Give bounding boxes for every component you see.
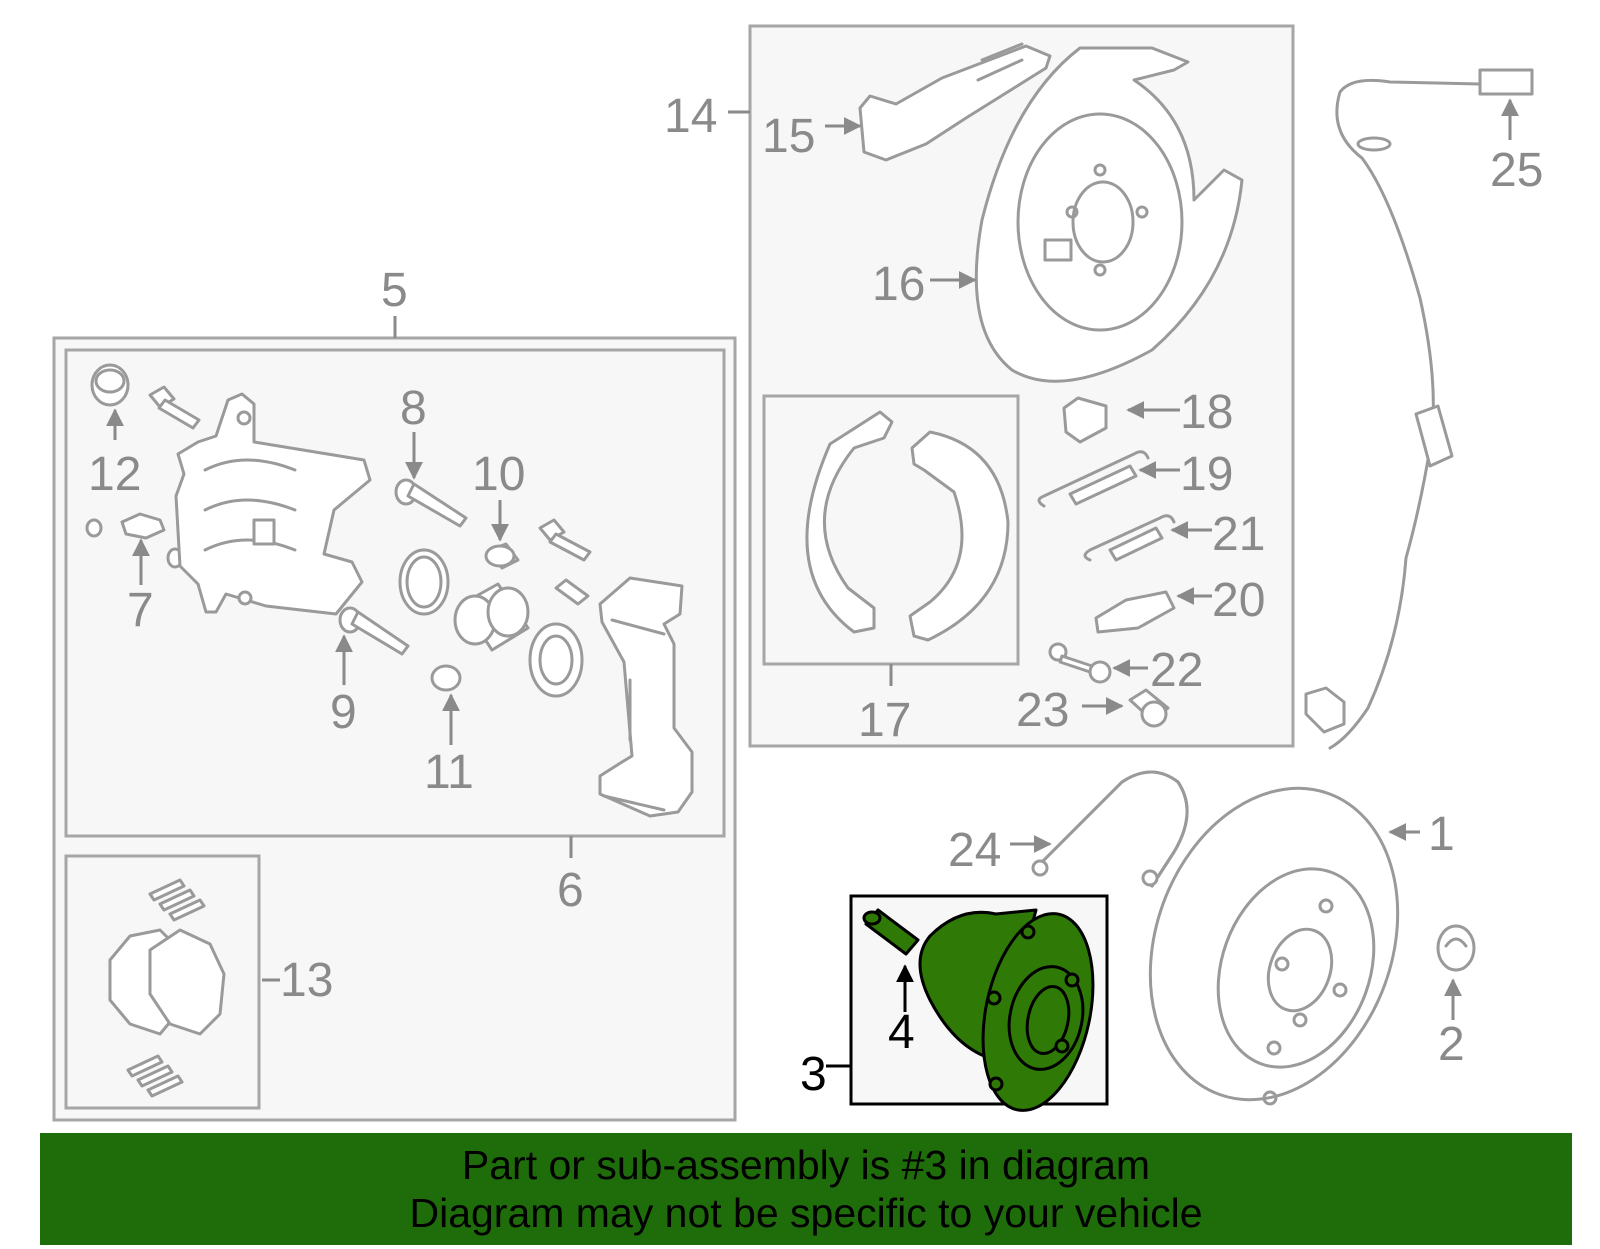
part-12-cap[interactable] <box>90 363 130 440</box>
label-24[interactable]: 24 <box>948 824 1001 877</box>
label-21[interactable]: 21 <box>1212 508 1265 561</box>
part-24-brake-hose[interactable] <box>1010 770 1189 888</box>
bracket-bolt[interactable] <box>538 518 592 562</box>
label-11[interactable]: 11 <box>424 746 474 799</box>
info-banner: Part or sub-assembly is #3 in diagram Di… <box>40 1133 1572 1245</box>
banner-line-1: Part or sub-assembly is #3 in diagram <box>461 1142 1151 1188</box>
label-13[interactable]: 13 <box>280 954 333 1007</box>
part-20-adjuster[interactable] <box>1094 587 1212 634</box>
part-25-abs-sensor[interactable] <box>1304 68 1534 750</box>
label-1[interactable]: 1 <box>1428 808 1455 861</box>
label-17[interactable]: 17 <box>858 694 911 747</box>
label-19[interactable]: 19 <box>1180 448 1233 501</box>
part-22-pin[interactable] <box>1048 642 1148 684</box>
part-10-boot[interactable] <box>484 500 520 570</box>
label-2[interactable]: 2 <box>1438 1018 1465 1071</box>
part-labels: 1 2 3 4 5 6 7 8 9 10 11 12 13 14 15 16 1… <box>88 90 1543 1101</box>
part-19-spring[interactable] <box>1037 450 1180 508</box>
caliper-body[interactable] <box>174 392 372 616</box>
part-13-pad-set[interactable] <box>108 878 280 1098</box>
part-7-bleeder[interactable] <box>85 512 184 585</box>
label-16[interactable]: 16 <box>872 258 925 311</box>
label-7[interactable]: 7 <box>127 584 154 637</box>
dust-seal[interactable] <box>528 622 584 698</box>
label-3[interactable]: 3 <box>800 1048 827 1101</box>
label-12[interactable]: 12 <box>88 448 141 501</box>
label-5[interactable]: 5 <box>381 264 408 317</box>
label-14[interactable]: 14 <box>664 90 717 143</box>
part-15-lever[interactable] <box>825 42 1052 162</box>
part-21-spring[interactable] <box>1083 514 1212 562</box>
part-11-boot[interactable] <box>430 664 462 745</box>
label-22[interactable]: 22 <box>1150 644 1203 697</box>
bracket-pin-sleeve[interactable] <box>554 578 590 606</box>
label-6[interactable]: 6 <box>557 864 584 917</box>
part-4-wheel-stud[interactable] <box>862 908 920 1012</box>
caliper-bracket[interactable] <box>598 576 694 818</box>
part-8-guide-pin[interactable] <box>394 432 468 528</box>
label-23[interactable]: 23 <box>1016 684 1069 737</box>
banner-line-2: Diagram may not be specific to your vehi… <box>409 1190 1203 1236</box>
label-15[interactable]: 15 <box>762 110 815 163</box>
part-2-plug[interactable] <box>1436 924 1476 1020</box>
caliper-piston[interactable] <box>453 582 530 652</box>
part-16-backing-plate[interactable] <box>930 46 1244 383</box>
label-8[interactable]: 8 <box>400 382 427 435</box>
part-9-guide-pin[interactable] <box>335 606 410 685</box>
part-1-rotor[interactable] <box>1108 753 1439 1134</box>
label-25[interactable]: 25 <box>1490 144 1543 197</box>
caliper-bolt[interactable] <box>148 385 201 430</box>
label-9[interactable]: 9 <box>330 686 357 739</box>
label-10[interactable]: 10 <box>472 448 525 501</box>
label-20[interactable]: 20 <box>1212 574 1265 627</box>
part-3-hub-bearing[interactable] <box>918 903 1110 1120</box>
part-17-brake-shoes[interactable] <box>805 410 1010 642</box>
part-18-clip[interactable] <box>1062 396 1180 444</box>
label-4[interactable]: 4 <box>888 1006 915 1059</box>
part-23-cup[interactable] <box>1082 688 1170 728</box>
label-18[interactable]: 18 <box>1180 386 1233 439</box>
piston-seal[interactable] <box>398 548 450 616</box>
